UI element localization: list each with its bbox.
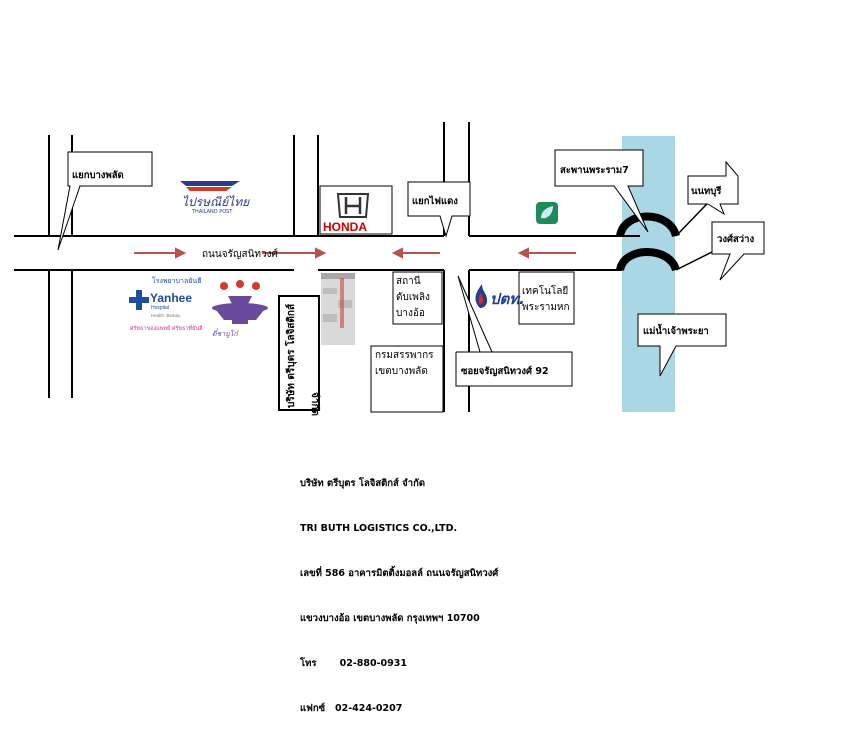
svg-text:เขตบางพลัด: เขตบางพลัด [375, 366, 428, 377]
company-name-en: TRI BUTH LOGISTICS CO.,LTD. [300, 523, 458, 534]
svg-text:ตี๋ชาบูโก๋: ตี๋ชาบูโก๋ [212, 328, 240, 338]
svg-text:สะพานพระราม7: สะพานพระราม7 [560, 165, 629, 176]
svg-text:แยกไฟแดง: แยกไฟแดง [412, 195, 458, 207]
thaipost-logo: ไปรษณีย์ไทย THAILAND POST [180, 181, 250, 215]
company-location-box: บริษัท ตรีบุตร โลจิสติกส์ จำกัด [278, 295, 321, 416]
svg-text:นนทบุรี: นนทบุรี [691, 185, 722, 197]
main-road [14, 235, 640, 271]
rama-tech-box: เทคโนโลยี พระรามหก [518, 271, 575, 325]
callout-bang-phlat: แยกบางพลัด [57, 151, 153, 251]
hotpot-icon [212, 280, 268, 324]
svg-text:Health. Beauty: Health. Beauty [151, 313, 181, 318]
svg-text:Hospital: Hospital [151, 305, 169, 311]
honda-logo-icon [336, 193, 370, 218]
fire-station-box: สถานี ดับเพลิง บางอ้อ [392, 271, 443, 325]
callout-chao-phraya: แม่น้ำเจ้าพระยา [637, 313, 727, 377]
svg-text:วงศ์สว่าง: วงศ์สว่าง [717, 233, 754, 245]
arrow-right-icon [134, 247, 327, 259]
svg-text:จำกัด: จำกัด [309, 392, 321, 416]
callout-soi-92: ซอยจรัญสนิทวงศ์ 92 [455, 275, 573, 387]
svg-text:ปตท.: ปตท. [490, 290, 525, 308]
yanhee-cross-icon [129, 290, 149, 310]
svg-text:เทคโนโลยี: เทคโนโลยี [522, 284, 568, 297]
company-address: บริษัท ตรีบุตร โลจิสติกส์ จำกัด TRI BUTH… [300, 446, 498, 731]
callout-traffic-light: แยกไฟแดง [407, 181, 471, 238]
svg-text:บริษัท ตรีบุตร โลจิสติกส์: บริษัท ตรีบุตร โลจิสติกส์ [284, 303, 297, 408]
fax-number: แฟกซ์ 02-424-0207 [300, 703, 403, 714]
svg-text:บางอ้อ: บางอ้อ [396, 307, 425, 319]
address-line-1: เลขที่ 586 อาคารมิตติ้งมอลล์ ถนนจรัญสนิท… [300, 568, 499, 579]
callout-nonthaburi: นนทบุรี [687, 160, 739, 216]
ptt-logo: ปตท. [475, 284, 525, 308]
bangchak-icon [536, 202, 558, 224]
svg-text:แยกบางพลัด: แยกบางพลัด [72, 170, 124, 181]
svg-text:ซอยจรัญสนิทวงศ์ 92: ซอยจรัญสนิทวงศ์ 92 [461, 365, 549, 377]
svg-text:แม่น้ำเจ้าพระยา: แม่น้ำเจ้าพระยา [643, 323, 709, 337]
svg-text:ดับเพลิง: ดับเพลิง [396, 292, 430, 303]
svg-text:พระรามหก: พระรามหก [522, 302, 570, 313]
svg-text:สถานี: สถานี [396, 275, 421, 287]
svg-text:ศรัทธาของแพทย์ ศรัทธาที่ยันฮี: ศรัทธาของแพทย์ ศรัทธาที่ยันฮี [130, 324, 203, 332]
svg-text:HONDA: HONDA [323, 220, 367, 234]
address-line-2: แขวงบางอ้อ เขตบางพลัด กรุงเทพฯ 10700 [300, 613, 480, 624]
yanhee-logo: โรงพยาบาลยันฮี Yanhee Hospital Health. B… [124, 272, 203, 338]
svg-text:โรงพยาบาลยันฮี: โรงพยาบาลยันฮี [152, 276, 201, 285]
svg-text:ไปรษณีย์ไทย: ไปรษณีย์ไทย [182, 195, 250, 209]
svg-text:THAILAND POST: THAILAND POST [191, 209, 233, 215]
phone-number: โทร 02-880-0931 [300, 658, 407, 669]
ptt-flame-icon [475, 284, 488, 308]
honda-logo: HONDA [319, 185, 393, 235]
revenue-office-box: กรมสรรพากร เขตบางพลัด [370, 345, 444, 413]
hotpot-logo: ตี๋ชาบูโก๋ [212, 280, 268, 338]
svg-text:กรมสรรพากร: กรมสรรพากร [375, 350, 434, 361]
callout-rama7-bridge: สะพานพระราม7 [554, 149, 649, 233]
svg-text:Yanhee: Yanhee [150, 291, 192, 305]
location-map: ถนนจรัญสนิทวงศ์ แยกบางพลัด แยกไฟแดง สะพา… [14, 122, 765, 416]
main-road-label: ถนนจรัญสนิทวงศ์ [202, 248, 279, 260]
callout-wongsawang: วงศ์สว่าง [711, 221, 765, 281]
building-photo [321, 273, 355, 345]
company-name-th: บริษัท ตรีบุตร โลจิสติกส์ จำกัด [300, 478, 425, 489]
